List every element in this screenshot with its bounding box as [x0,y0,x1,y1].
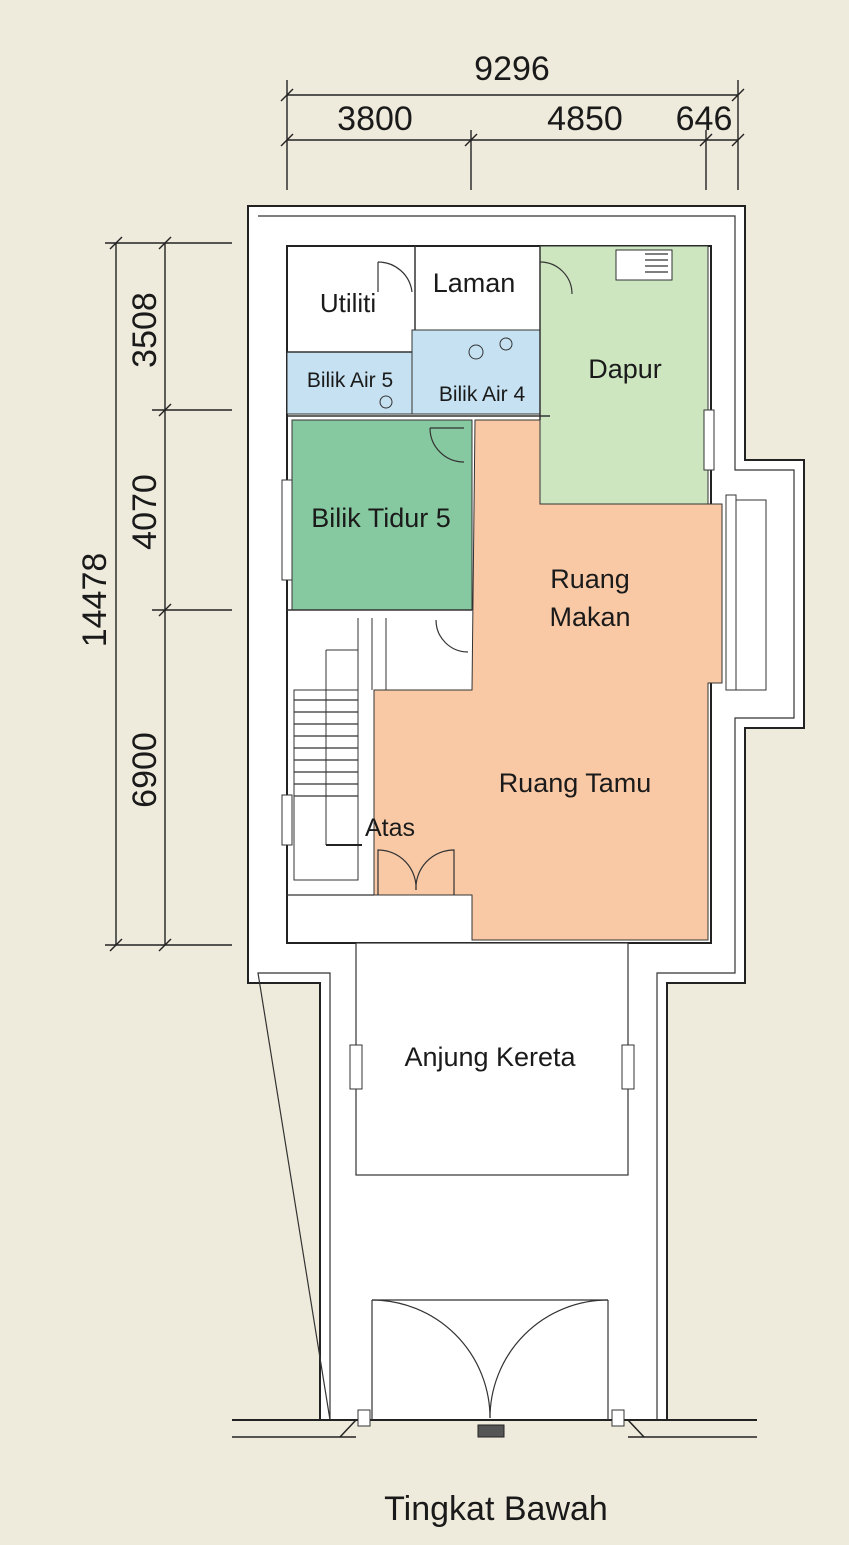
plan-title: Tingkat Bawah [384,1490,608,1528]
label-bilik-air-4: Bilik Air 4 [439,383,526,406]
carport [349,942,635,1176]
room-dapur [539,245,709,505]
dim-total-depth: 14478 [76,553,114,648]
label-laman: Laman [433,268,516,298]
interior-details [281,246,767,896]
room-ruang-tamu-makan [373,419,723,941]
room-bilik-air-4 [411,329,541,415]
label-utiliti: Utiliti [320,288,376,318]
left-dimensions: 14478 3508 4070 6900 [76,236,232,952]
label-dapur: Dapur [588,354,662,384]
dim-width-1: 3800 [337,100,413,138]
room-bilik-tidur-5 [291,419,473,611]
label-ruang-tamu: Ruang Tamu [499,768,652,798]
room-labels: Utiliti Laman Bilik Air 5 Bilik Air 4 Da… [307,268,662,1072]
dim-width-2: 4850 [547,100,623,138]
front-gate [339,1299,645,1438]
label-ruang-makan-line1: Ruang [550,564,630,594]
label-bilik-air-5: Bilik Air 5 [307,369,393,392]
dim-depth-2: 4070 [126,474,164,550]
dim-depth-3: 6900 [126,732,164,808]
dim-total-width: 9296 [474,50,550,88]
label-atas: Atas [365,814,415,842]
top-dimensions: 9296 3800 4850 646 [280,50,745,190]
dim-depth-1: 3508 [126,292,164,368]
label-anjung-kereta: Anjung Kereta [404,1042,576,1072]
label-ruang-makan-line2: Makan [549,602,630,632]
label-bilik-tidur-5: Bilik Tidur 5 [311,503,451,533]
room-fills [286,245,723,941]
dim-width-3: 646 [676,100,733,138]
